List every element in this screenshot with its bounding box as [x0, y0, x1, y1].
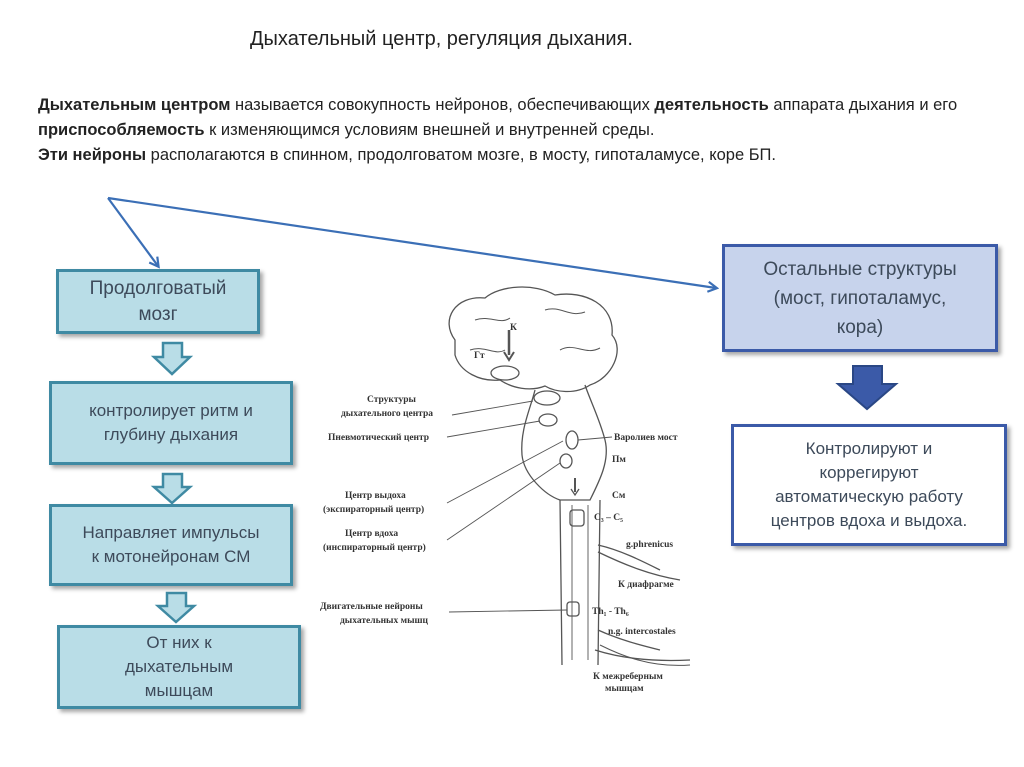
label-phrenicus: g.phrenicus [626, 540, 673, 550]
muscles-line-3: мышцам [144, 681, 214, 700]
arrow-to-other-structures [107, 196, 716, 288]
medulla-line-2: мозг [138, 303, 178, 325]
down-arrow-icon [150, 472, 194, 505]
control-line-2: коррегируют [819, 463, 919, 482]
muscles-box: От них к дыхательным мышцам [57, 625, 301, 709]
label-c3c5: C₃ – C₅ [594, 513, 623, 523]
label-pneumotaxic: Пневмотический центр [328, 432, 429, 443]
label-pons: Варолиев мост [614, 433, 678, 443]
rhythm-box: контролирует ритм и глубину дыхания [49, 381, 293, 465]
intro-text-2: аппарата дыхания и его [768, 96, 958, 114]
label-gt: Гт [474, 351, 485, 361]
intro-bold-2: деятельность [654, 96, 769, 114]
control-line-4: центров вдоха и выдоха. [770, 511, 968, 530]
label-exp-1: Центр выдоха [345, 491, 406, 501]
impulse-box: Направляет импульсы к мотонейронам СМ [49, 504, 293, 586]
label-insp-2: (инспираторный центр) [323, 542, 426, 553]
control-line-3: автоматическую работу [775, 487, 963, 506]
label-structures-2: дыхательного центра [341, 409, 433, 419]
rhythm-line-1: контролирует ритм и [89, 401, 253, 420]
medulla-box: Продолговатый мозг [56, 269, 260, 334]
impulse-line-2: к мотонейронам СМ [91, 547, 251, 566]
muscles-line-1: От них к [146, 633, 212, 652]
medulla-line-1: Продолговатый [89, 277, 227, 299]
label-structures-1: Структуры [367, 395, 416, 405]
intro-bold-4: Эти нейроны [38, 146, 147, 164]
label-pm: Пм [612, 455, 626, 465]
label-intercostal-2: мышцам [605, 684, 644, 694]
label-insp-1: Центр вдоха [345, 529, 398, 539]
control-line-1: Контролируют и [805, 439, 933, 458]
impulse-line-1: Направляет импульсы [82, 523, 260, 542]
label-motor-1: Двигательные нейроны [320, 601, 423, 612]
label-intercostales: n.g. intercostales [608, 627, 676, 637]
intro-bold-1: Дыхательным центром [38, 96, 231, 114]
label-diaphragm: К диафрагме [618, 579, 674, 590]
label-exp-2: (экспираторный центр) [323, 504, 424, 515]
intro-text-1: называется совокупность нейронов, обеспе… [230, 96, 655, 114]
other-line-2: (мост, гипоталамус, [773, 287, 947, 309]
label-th: Th₁ - Th₆ [592, 607, 629, 617]
arrow-to-medulla [107, 197, 158, 266]
label-sm: См [612, 491, 626, 501]
other-line-1: Остальные структуры [763, 258, 957, 280]
label-motor-2: дыхательных мышц [340, 616, 429, 626]
muscles-line-2: дыхательным [124, 657, 234, 676]
down-arrow-icon [835, 365, 899, 411]
other-structures-box: Остальные структуры (мост, гипоталамус, … [722, 244, 998, 352]
control-box: Контролируют и коррегируют автоматическу… [731, 424, 1007, 546]
label-k: К [510, 323, 517, 333]
down-arrow-icon [154, 591, 198, 624]
intro-text-3: к изменяющимся условиям внешней и внутре… [204, 121, 655, 139]
intro-paragraph: Дыхательным центром называется совокупно… [38, 93, 998, 168]
other-line-3: кора) [836, 316, 884, 338]
rhythm-line-2: глубину дыхания [103, 425, 239, 444]
label-intercostal-1: К межреберным [593, 671, 663, 682]
down-arrow-icon [150, 341, 194, 376]
slide-title: Дыхательный центр, регуляция дыхания. [250, 28, 633, 50]
respiratory-center-figure [446, 286, 691, 666]
intro-bold-3: приспособляемость [38, 121, 205, 139]
intro-text-4: располагаются в спинном, продолговатом м… [146, 146, 776, 164]
